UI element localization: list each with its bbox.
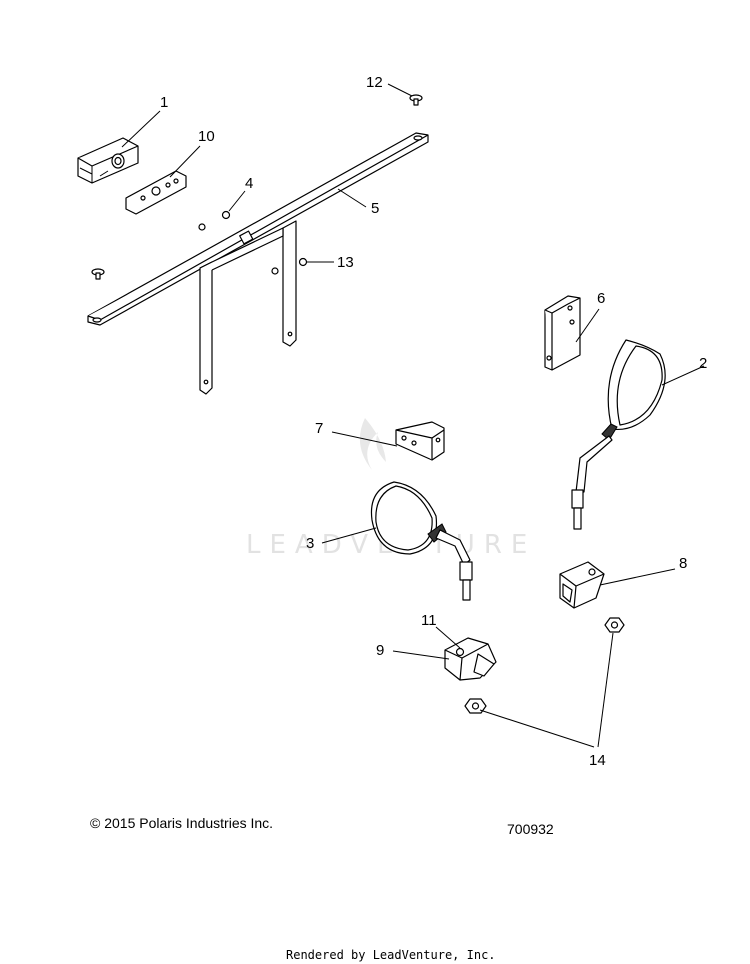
- callout-3: 3: [306, 535, 314, 552]
- nut-13-part: [298, 257, 308, 267]
- rendered-by-text: Rendered by LeadVenture, Inc.: [286, 948, 496, 962]
- callout-2: 2: [699, 355, 707, 372]
- callout-12: 12: [366, 74, 383, 91]
- bracket-6-part: [544, 295, 581, 371]
- callout-9: 9: [376, 642, 384, 659]
- nut-4-part: [198, 210, 279, 275]
- callout-6: 6: [597, 290, 605, 307]
- callout-1: 1: [160, 94, 168, 111]
- leader-lines: [121, 83, 705, 748]
- callout-8: 8: [679, 555, 687, 572]
- callout-7: 7: [315, 420, 323, 437]
- screw-left-part: [91, 268, 105, 280]
- callout-14: 14: [589, 752, 606, 769]
- callout-10: 10: [198, 128, 215, 145]
- callout-13: 13: [337, 254, 354, 271]
- callout-11: 11: [421, 612, 437, 629]
- light-housing-part: [77, 137, 139, 184]
- screw-12-part: [409, 94, 423, 106]
- clamp-8-part: [559, 561, 605, 609]
- clamp-9-part: [444, 637, 497, 681]
- mounting-plate-part: [125, 170, 187, 215]
- callout-labels: 1 2 3 4 5 6 7 8 9 10 11 12 13 14: [160, 74, 707, 769]
- drawing-number: 700932: [507, 821, 554, 837]
- hex-nut-upper-part: [604, 617, 625, 633]
- callout-5: 5: [371, 200, 379, 217]
- mirror-left-part: [370, 481, 473, 601]
- bracket-7-part: [395, 421, 445, 461]
- callout-4: 4: [245, 175, 253, 192]
- bracket-bar-part: [87, 132, 429, 395]
- mirror-right-part: [571, 339, 666, 530]
- hex-nut-lower-part: [464, 698, 487, 714]
- copyright-text: © 2015 Polaris Industries Inc.: [90, 815, 273, 831]
